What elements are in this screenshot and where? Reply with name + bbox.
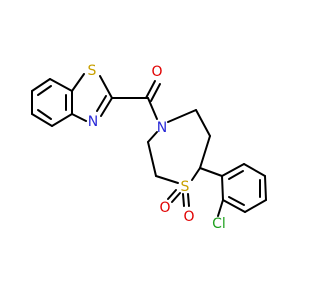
bond — [167, 189, 177, 200]
bond — [264, 175, 267, 201]
bond — [145, 80, 156, 99]
bond — [71, 113, 87, 122]
bonds — [31, 73, 267, 217]
atom-sulfur-ring: S — [181, 179, 190, 195]
atom-oxygen-carbonyl: O — [151, 64, 162, 80]
bond — [100, 97, 113, 117]
atom-nitrogen-ring: N — [157, 120, 167, 136]
bond-inner — [37, 85, 52, 96]
bond — [199, 167, 223, 177]
bond — [221, 175, 224, 201]
bond — [155, 175, 179, 184]
bond — [51, 113, 73, 127]
bond-inner — [96, 95, 107, 112]
bond — [171, 192, 181, 203]
atom-nitrogen-thiazole: N — [88, 114, 98, 130]
bond — [244, 199, 267, 213]
bond — [31, 78, 51, 92]
bond — [222, 199, 246, 213]
bond — [182, 193, 185, 207]
bond — [99, 75, 113, 99]
chemical-structure-diagram: S N O N S O O Cl — [31, 63, 267, 232]
bond — [31, 113, 53, 127]
bond — [147, 141, 157, 177]
bond-inner — [228, 170, 244, 180]
bond — [191, 167, 201, 181]
bond — [243, 163, 266, 177]
bond — [147, 131, 158, 143]
atom-sulfur-thiazole: S — [88, 63, 97, 79]
atom-labels: S N O N S O O Cl — [88, 63, 226, 232]
bond — [147, 97, 158, 120]
bond — [221, 163, 245, 177]
atom-oxygen-sulfonyl-down: O — [183, 209, 194, 225]
bond — [150, 83, 161, 102]
bond — [217, 199, 224, 217]
atom-chlorine: Cl — [212, 216, 226, 232]
atom-oxygen-sulfonyl-left: O — [159, 200, 170, 216]
bond — [199, 135, 211, 169]
bond — [187, 193, 190, 207]
bond — [71, 73, 85, 92]
bond — [167, 109, 197, 123]
bond-inner — [228, 196, 245, 206]
bond — [49, 78, 73, 92]
bond-inner — [37, 109, 52, 120]
bond — [195, 109, 211, 137]
